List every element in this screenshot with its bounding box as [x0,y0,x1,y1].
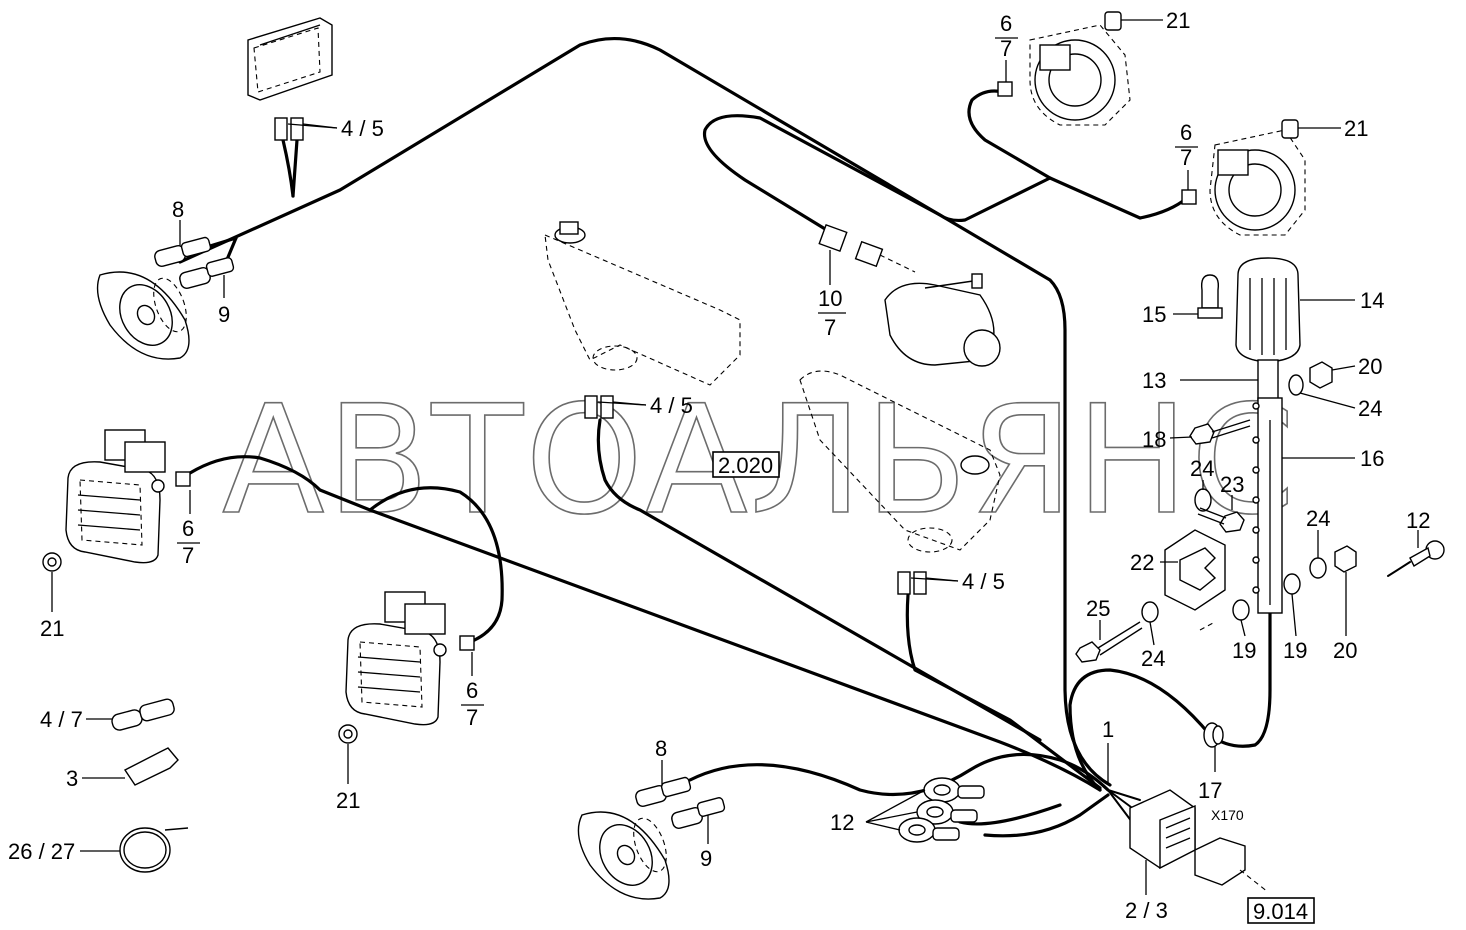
callout-4-5-top: 4 / 5 [341,116,384,141]
callout-6-7-right-num: 6 [1180,120,1192,145]
ref-2-020[interactable]: 2.020 [718,453,773,478]
connector-x170-label: X170 [1211,807,1244,823]
ref-9-014[interactable]: 9.014 [1253,899,1308,924]
callout-12-right: 12 [1406,508,1430,533]
callout-6-7-mid-num: 6 [466,678,478,703]
callout-26-27: 26 / 27 [8,839,75,864]
callout-19-a: 19 [1232,638,1256,663]
callout-25: 25 [1086,596,1110,621]
callout-15: 15 [1142,302,1166,327]
callout-20-top: 20 [1358,354,1382,379]
callout-6-7-left-den: 7 [182,543,194,568]
callout-4-5-mid: 4 / 5 [650,393,693,418]
loose-parts [80,698,189,873]
callout-24-mid: 24 [1190,456,1214,481]
callout-3: 3 [66,766,78,791]
callout-6-7-right-den: 7 [1180,145,1192,170]
callout-21-mid: 21 [336,788,360,813]
callout-19-b: 19 [1283,638,1307,663]
callout-24-right: 24 [1306,506,1330,531]
callout-22: 22 [1130,550,1154,575]
callout-9-bottom: 9 [700,846,712,871]
bolt-21-left [42,552,62,612]
callout-21-left: 21 [40,616,64,641]
bracket-hardware [1075,480,1445,663]
callout-8-left: 8 [172,197,184,222]
callout-6-7-top-num: 6 [1000,11,1012,36]
callout-4-7: 4 / 7 [40,707,83,732]
connector-x170 [1107,740,1269,895]
callout-24-low: 24 [1141,646,1165,671]
callout-13: 13 [1142,368,1166,393]
callout-4-5-lowmid: 4 / 5 [962,569,1005,594]
ring-terminals [865,777,985,843]
callout-12-bottom: 12 [830,810,854,835]
callout-10-7-den: 7 [824,315,836,340]
callout-1: 1 [1102,717,1114,742]
headlamp-housing-right [799,370,1001,553]
connector-pair-mid [584,395,647,419]
callout-6-7-left-num: 6 [182,516,194,541]
lamp-top-left [247,17,333,101]
callout-21-right: 21 [1344,116,1368,141]
horn-right [1181,129,1306,236]
callout-9-left: 9 [218,302,230,327]
grommet [1203,722,1224,748]
callout-8-bottom: 8 [655,736,667,761]
callout-21-top: 21 [1166,8,1190,33]
beacon-assembly [1169,257,1356,614]
callout-6-7-mid-den: 7 [466,705,478,730]
callout-16: 16 [1360,446,1384,471]
ref-box-9-014[interactable] [1247,897,1315,924]
bolt-21-mid [338,724,358,784]
callout-20-low: 20 [1333,638,1357,663]
horn-top [997,24,1131,126]
terminals-left [154,220,235,298]
callout-24-top: 24 [1358,396,1382,421]
speaker-bottom [577,811,670,900]
wire-harness [178,37,1272,838]
connector-pair-lowmid [897,571,959,595]
callout-23: 23 [1220,472,1244,497]
speaker-left [96,271,190,360]
ref-box-2-020[interactable] [712,451,780,478]
callout-10-7-num: 10 [818,286,842,311]
washer-tank [544,221,741,386]
callout-18: 18 [1142,427,1166,452]
callout-17: 17 [1198,778,1222,803]
wiper-motor [818,223,1001,367]
terminals-bottom [635,760,726,844]
work-lamp-mid [345,591,475,726]
callout-6-7-top-den: 7 [1000,36,1012,61]
bolts-21-top [1104,11,1341,139]
work-lamp-left [65,429,191,564]
callout-14: 14 [1360,288,1384,313]
callout-2-3: 2 / 3 [1125,898,1168,923]
connector-pair-top [274,117,338,141]
